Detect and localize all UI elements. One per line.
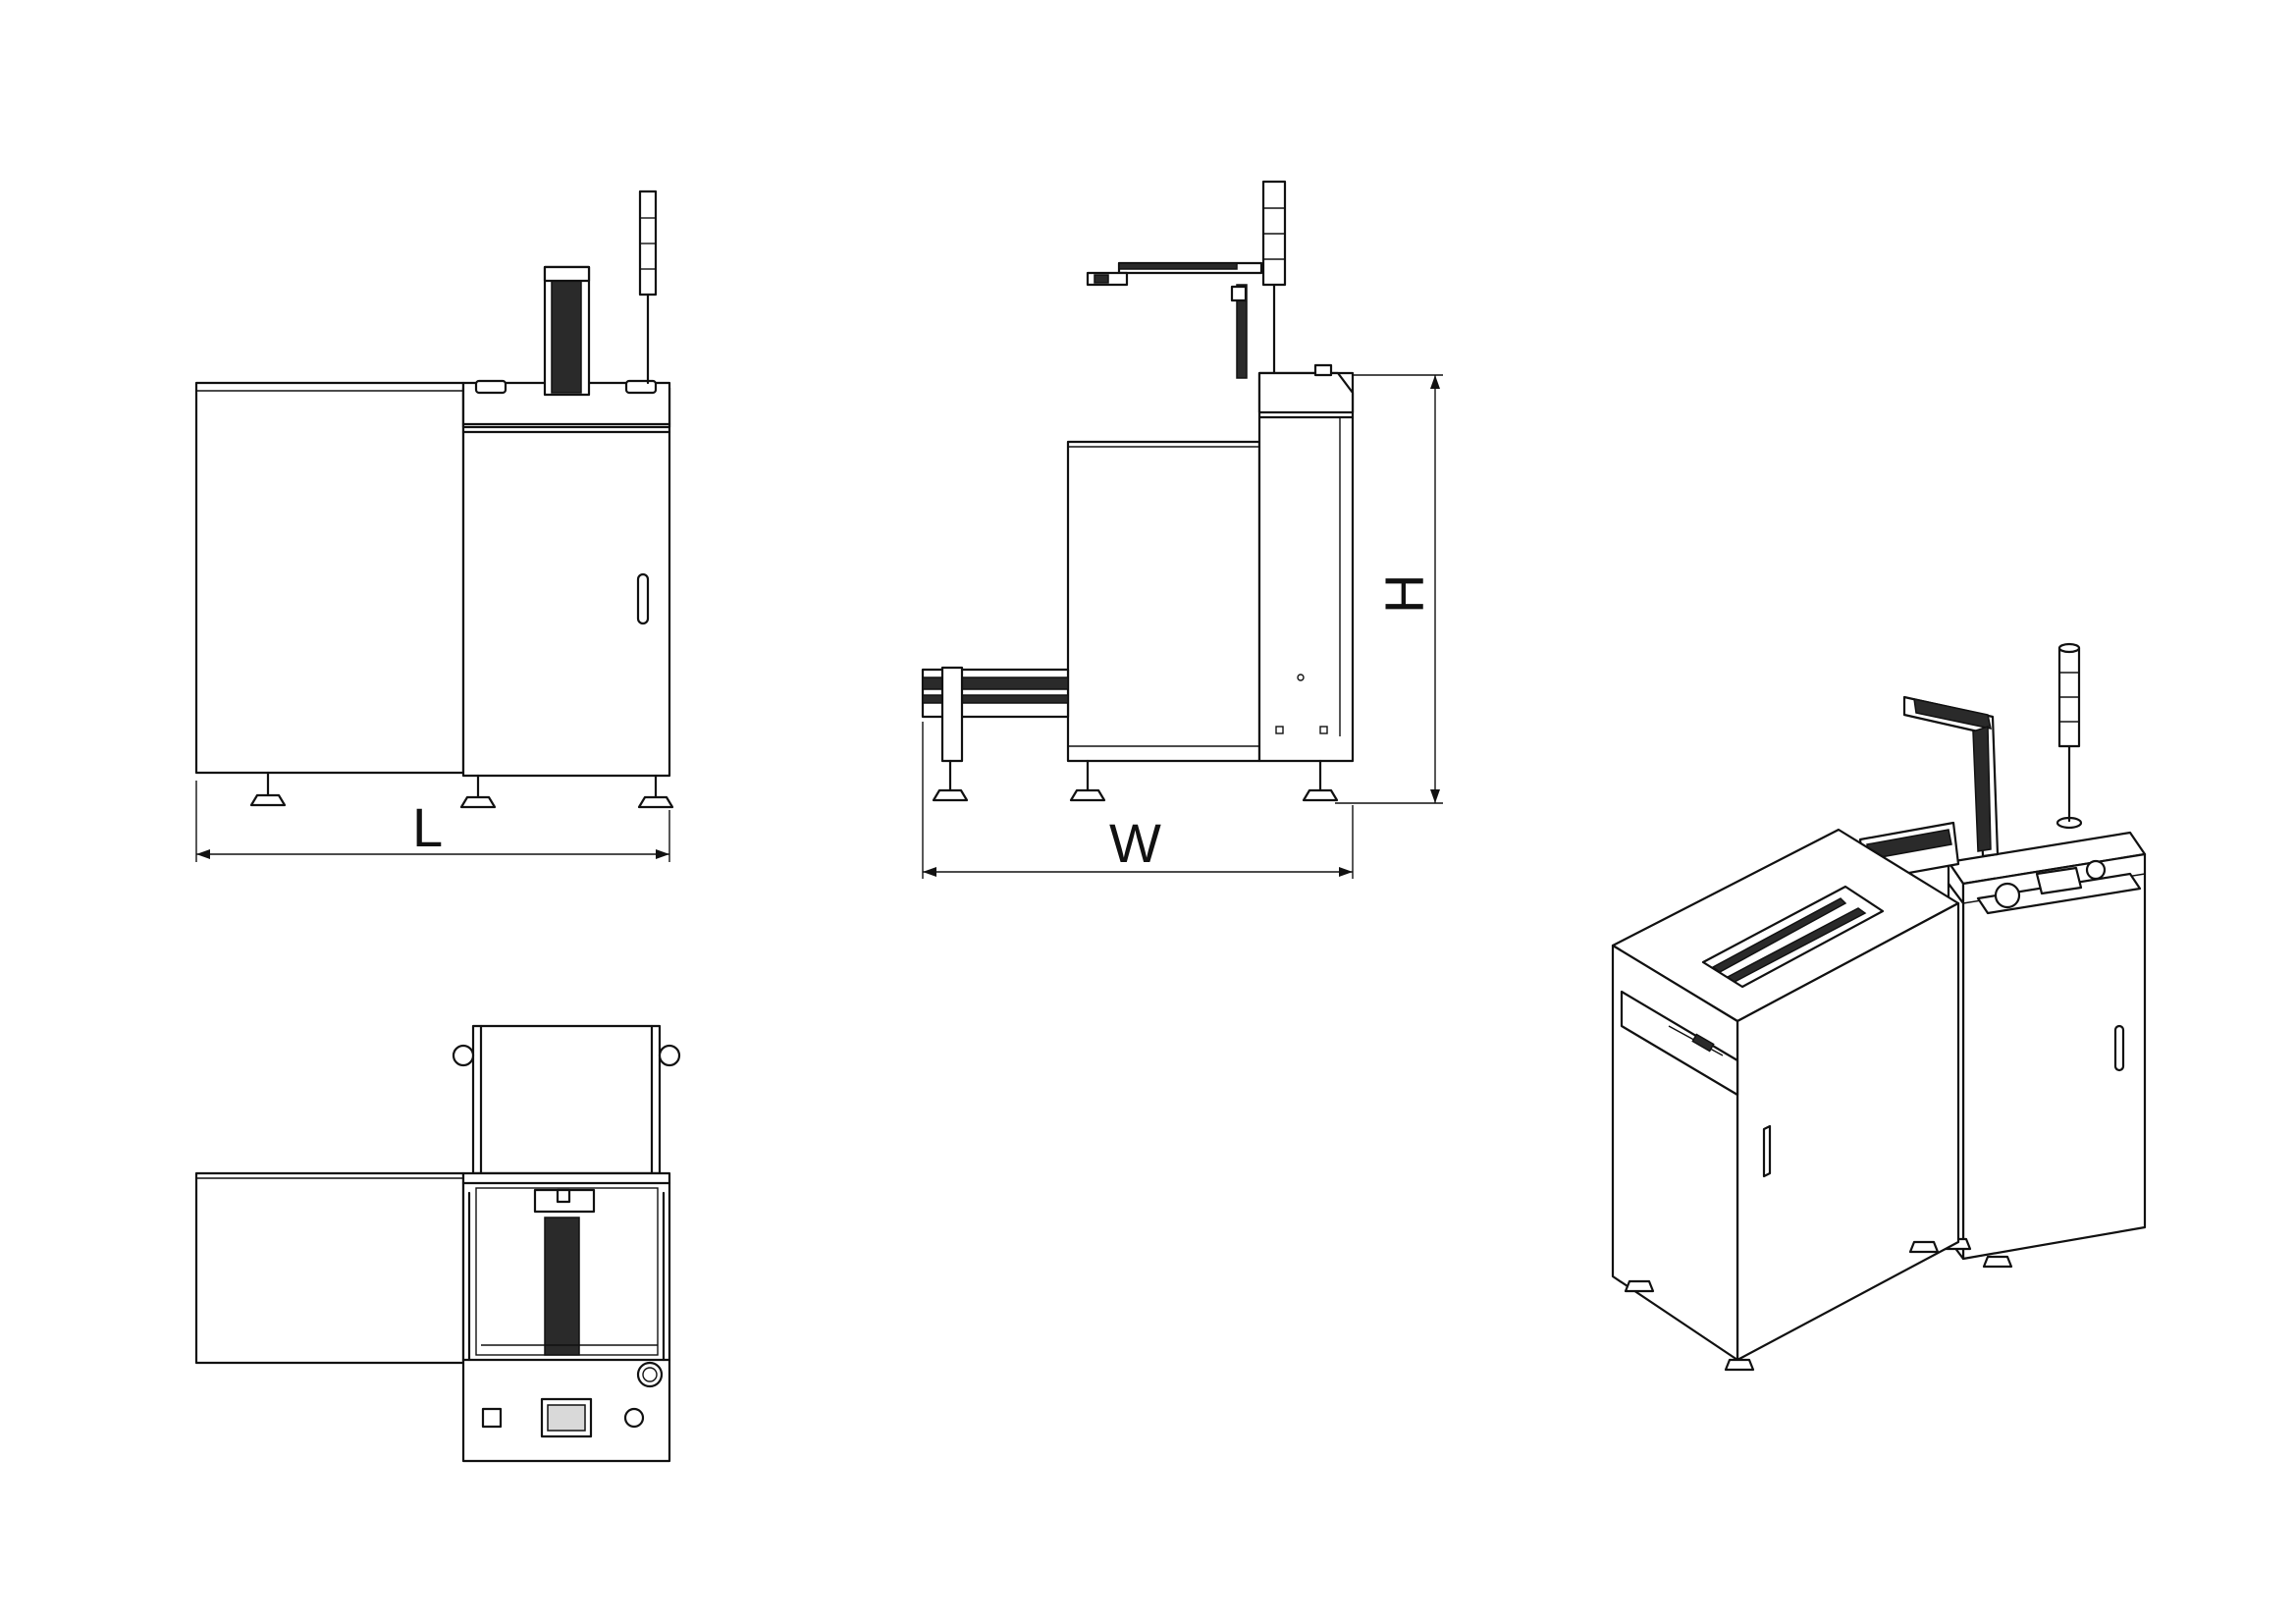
touchscreen-icon: [2035, 866, 2083, 895]
signal-tower-icon: [2056, 642, 2083, 830]
signal-tower-icon: [638, 189, 658, 385]
scanner-arm: [1086, 261, 1263, 379]
power-switch-icon: [1994, 882, 2021, 909]
dimension-width: W: [922, 722, 1354, 879]
length-label: L: [412, 796, 443, 858]
conveyor-extension: [921, 666, 1070, 763]
top-view: [194, 1024, 681, 1463]
signal-tower-icon: [1261, 180, 1287, 375]
width-label: W: [1109, 812, 1161, 874]
leveling-feet: [932, 759, 1339, 802]
conveyor-and-magazine: [1858, 695, 2000, 883]
dimension-length: L: [195, 781, 670, 862]
emergency-stop-icon: [2085, 859, 2107, 881]
leveling-feet: [249, 771, 674, 809]
magazine-cabinet: [1611, 828, 1960, 1372]
door-handle: [2113, 1024, 2125, 1072]
isometric-view: [1611, 642, 2147, 1372]
emergency-stop-icon: [623, 1407, 645, 1429]
height-label: H: [1373, 574, 1435, 614]
power-switch-icon: [481, 1407, 503, 1429]
door-handle: [636, 572, 650, 625]
dimension-height: H: [1335, 374, 1443, 804]
side-view: W H: [921, 180, 1443, 879]
front-view: L: [194, 189, 674, 862]
control-panel: [461, 1358, 671, 1438]
door-handle: [1762, 1124, 1772, 1178]
